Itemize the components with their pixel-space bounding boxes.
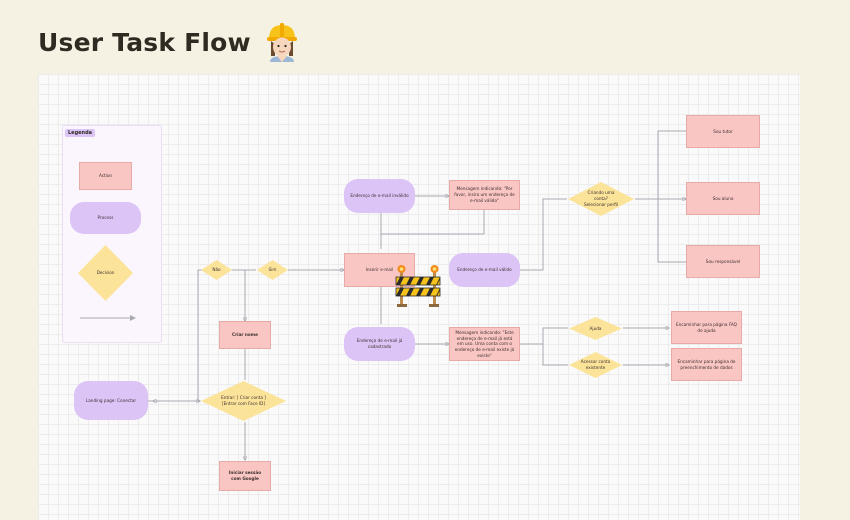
legend-connector — [80, 315, 136, 321]
node-sou-tutor[interactable]: Sou tutor — [686, 115, 760, 148]
node-msg-cadastrado[interactable]: Mensagem indicando: "Este endereço de e-… — [449, 327, 520, 361]
legend-process: Process — [70, 202, 141, 234]
node-encaminhar-faq[interactable]: Encaminhar para página FAQ de ajuda — [671, 311, 742, 344]
node-nao-label: Não — [212, 267, 221, 273]
legend-title: Legenda — [65, 129, 96, 137]
node-entrar-label: Entrar: [ Criar conta ] [Entrar com Face… — [221, 395, 266, 406]
legend-action: Action — [79, 162, 132, 190]
construction-worker-emoji-icon — [266, 23, 297, 62]
node-nao-decision[interactable]: Não — [200, 259, 233, 281]
node-email-valido[interactable]: Endereço de e-mail válido — [449, 253, 520, 287]
flow-canvas[interactable]: Legenda Action Process Decision Landing … — [38, 74, 800, 520]
node-criando-conta-label: Criando uma conta? Selecionar perfil — [583, 190, 619, 207]
node-entrar-decision[interactable]: Entrar: [ Criar conta ] [Entrar com Face… — [200, 380, 287, 422]
node-msg-invalido[interactable]: Mensagem indicando: "Por favor, insira u… — [449, 180, 520, 210]
node-ajuda-label: Ajuda — [589, 325, 602, 331]
legend-decision: Decision — [77, 244, 134, 302]
connector-lines — [82, 130, 800, 520]
node-acessar-conta-label: Acessar conta existente — [580, 359, 611, 370]
node-criando-conta-decision[interactable]: Criando uma conta? Selecionar perfil — [567, 181, 635, 217]
legend-decision-label: Decision — [96, 270, 115, 276]
node-encaminhar-dados[interactable]: Encaminhar para página de preenchimento … — [671, 348, 742, 381]
node-sim-label: Sim — [268, 267, 277, 273]
node-sou-aluno[interactable]: Sou aluno — [686, 182, 760, 215]
node-sim-decision[interactable]: Sim — [256, 259, 289, 281]
legend-panel: Legenda Action Process Decision — [62, 125, 162, 343]
page-title: User Task Flow — [38, 27, 251, 57]
node-google-signin[interactable]: Iniciar sessão com Google — [219, 461, 271, 491]
node-email-cadastrado[interactable]: Endereço de e-mail já cadastrado — [344, 327, 415, 361]
node-email-invalido[interactable]: Endereço de e-mail inválido — [344, 179, 415, 213]
node-criar-nome[interactable]: Criar nome — [219, 321, 271, 349]
page-header: User Task Flow — [38, 22, 299, 62]
node-landing-page[interactable]: Landing page: Conectar — [74, 381, 148, 420]
node-acessar-conta-decision[interactable]: Acessar conta existente — [568, 351, 623, 379]
node-sou-responsavel[interactable]: Sou responsável — [686, 245, 760, 278]
node-ajuda-decision[interactable]: Ajuda — [568, 316, 623, 341]
construction-barrier-icon — [395, 265, 441, 307]
